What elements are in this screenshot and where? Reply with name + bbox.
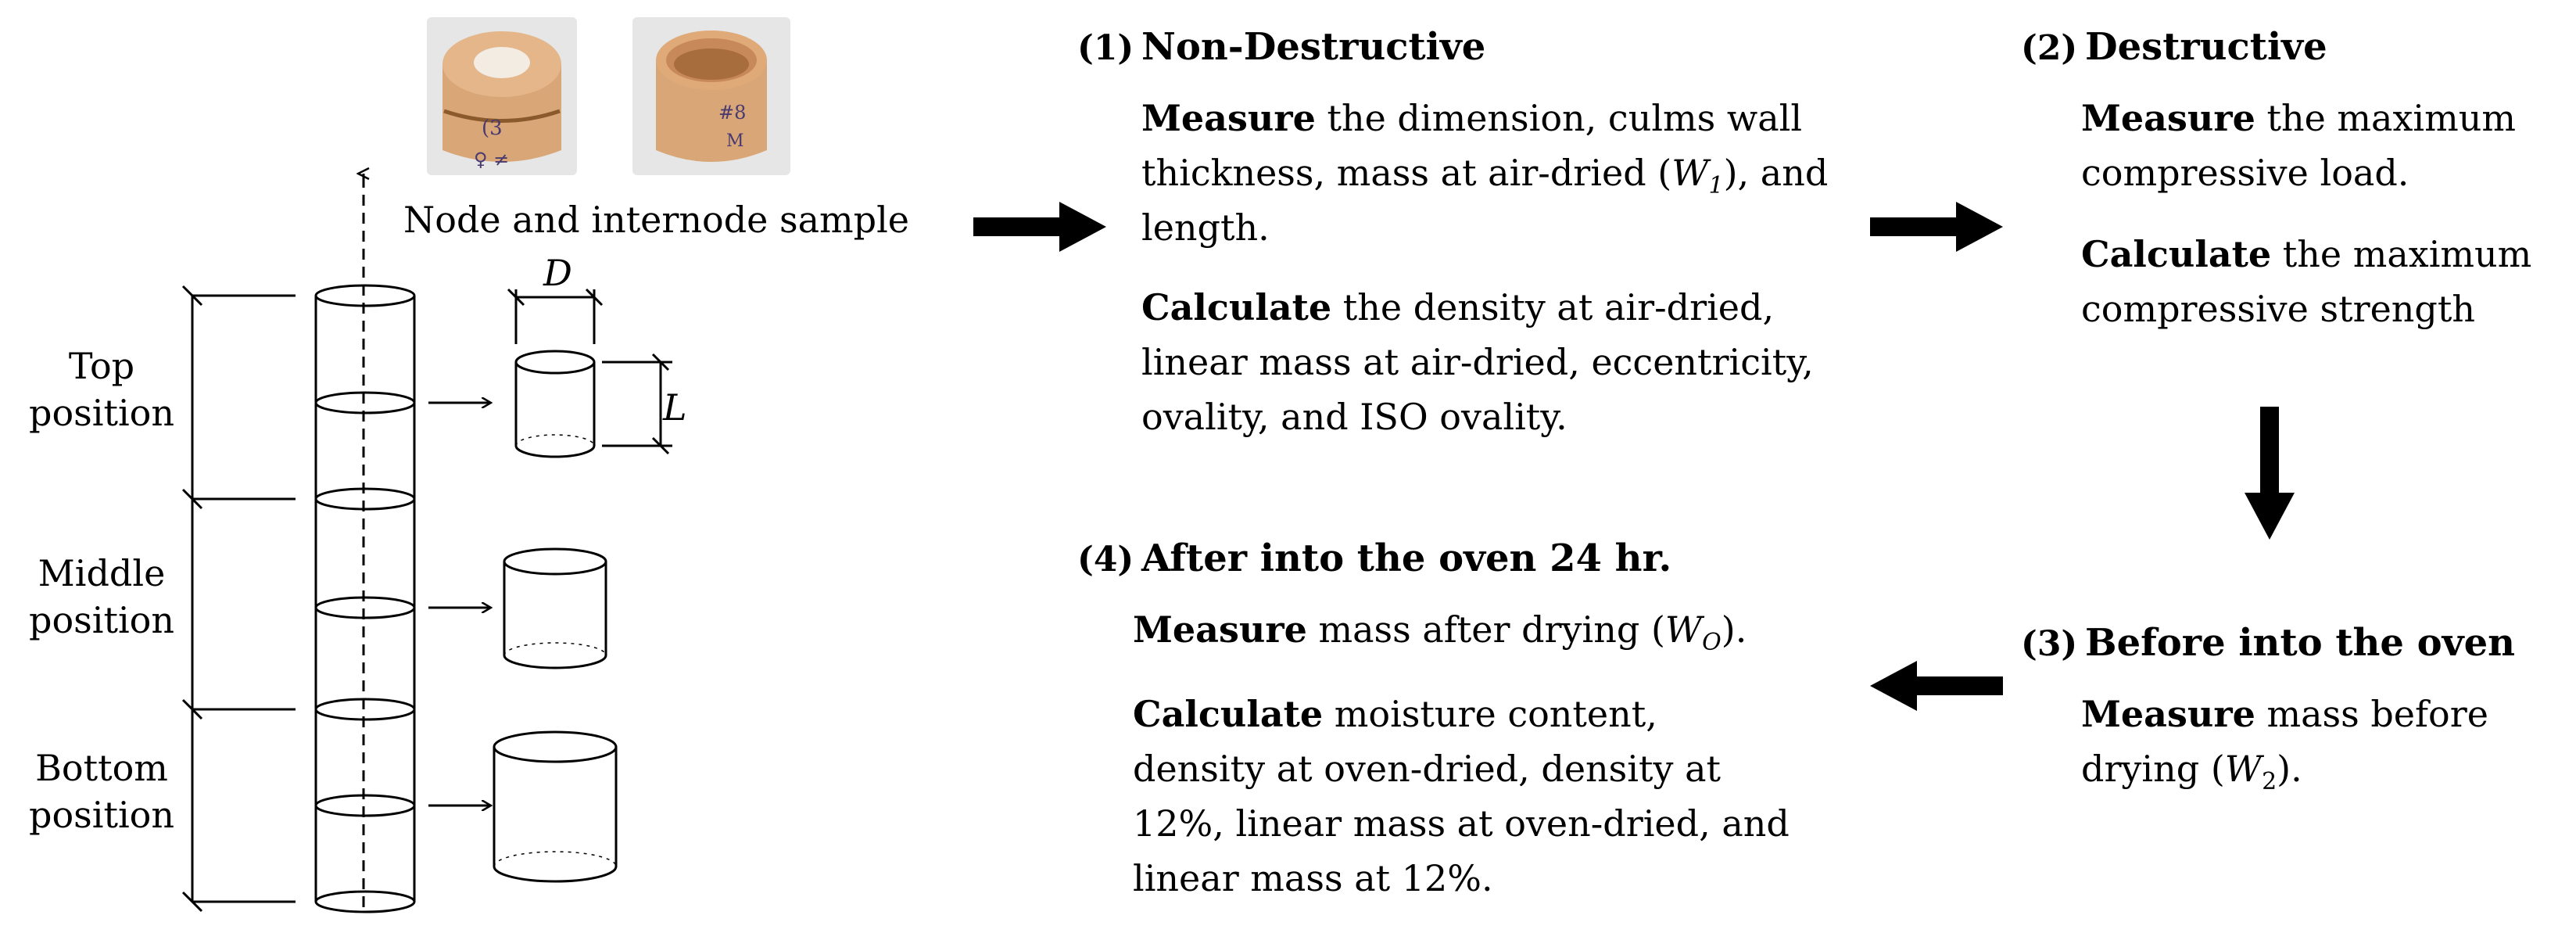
step1-heading: (1)Non-Destructive <box>1077 25 1486 69</box>
step1-measure: Measure the dimension, culms wall thickn… <box>1141 97 1829 249</box>
culm-ring <box>314 487 416 511</box>
step3-heading: (3)Before into the oven <box>2021 621 2516 665</box>
svg-text:♀ ≠: ♀ ≠ <box>474 149 509 170</box>
step4-calculate: Calculate moisture content, density at o… <box>1133 693 1790 899</box>
specimen-bottom <box>493 730 618 763</box>
flow-arrow-down <box>2245 407 2295 540</box>
step4-measure: Measure mass after drying (WO). <box>1133 608 1747 657</box>
node-sample-photo: (3 ♀ ≠ <box>427 17 577 175</box>
step2-calculate: Calculate the maximum compressive streng… <box>2081 233 2532 330</box>
dim-l-label: L <box>663 386 687 429</box>
culm-ring <box>314 794 416 817</box>
culm-ring <box>314 391 416 414</box>
svg-text:(3: (3 <box>482 117 503 140</box>
internode-sample-photo: #8 M <box>632 17 790 175</box>
flow-arrow-right-2 <box>1870 202 2003 252</box>
sample-caption: Node and internode sample <box>403 199 910 241</box>
culm-ring <box>314 284 416 307</box>
culm-ring <box>314 596 416 619</box>
flow-arrow-left <box>1870 661 2003 711</box>
step4-heading: (4)After into the oven 24 hr. <box>1077 536 1672 580</box>
step3-measure: Measure mass before drying (W2). <box>2081 693 2488 796</box>
specimen-middle <box>503 547 607 576</box>
step2-heading: (2)Destructive <box>2021 25 2327 69</box>
culm-ring <box>314 698 416 721</box>
svg-text:M: M <box>726 131 744 151</box>
culm-diagram <box>181 0 672 913</box>
flow-arrow-right-1 <box>973 202 1106 252</box>
dim-d-label: D <box>543 252 572 294</box>
culm-ring <box>314 890 416 913</box>
svg-text:#8: #8 <box>718 102 746 124</box>
step2-measure: Measure the maximum compressive load. <box>2081 97 2516 194</box>
step1-calculate: Calculate the density at air-dried, line… <box>1141 286 1814 438</box>
specimen-top <box>514 350 596 375</box>
